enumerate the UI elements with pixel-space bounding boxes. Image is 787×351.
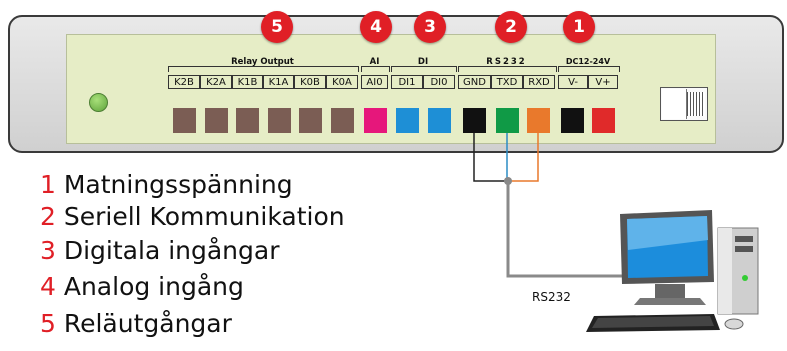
terminal-label-k1b: K1B — [232, 75, 263, 89]
group-bracket-power — [558, 66, 620, 72]
terminal-label-di0: DI0 — [423, 75, 455, 89]
group-label-power: DC12-24V — [565, 57, 611, 66]
terminal-block-di0 — [428, 108, 451, 133]
terminal-label-k0a: K0A — [326, 75, 358, 89]
terminal-block-rxd — [527, 108, 550, 133]
badge-digital-inputs: 3 — [414, 11, 446, 43]
legend-item-1: 1 Matningsspänning — [40, 170, 293, 200]
terminal-label-k2a: K2A — [200, 75, 232, 89]
group-label-rs232: RS232 — [486, 57, 527, 67]
terminal-label-v-minus: V- — [558, 75, 588, 89]
terminal-label-k1a: K1A — [263, 75, 294, 89]
badge-relay-output: 5 — [261, 11, 293, 43]
group-bracket-di — [391, 66, 457, 72]
legend-text: Digitala ingångar — [63, 236, 280, 265]
legend-item-3: 3 Digitala ingångar — [40, 236, 280, 266]
terminal-label-di1: DI1 — [391, 75, 423, 89]
terminal-block-v-plus — [592, 108, 615, 133]
terminal-block-di1 — [396, 108, 419, 133]
badge-power-supply: 1 — [563, 11, 595, 43]
group-label-relay-output: Relay Output — [231, 57, 294, 67]
badge-serial-communication: 2 — [495, 11, 527, 43]
terminal-block-k0b — [299, 108, 322, 133]
cable-label: RS232 — [532, 290, 571, 304]
terminal-block-k2a — [205, 108, 228, 133]
group-bracket-relay — [168, 66, 359, 72]
legend-text: Seriell Kommunikation — [63, 202, 345, 231]
legend-number: 1 — [40, 170, 56, 199]
group-label-di: DI — [417, 57, 429, 67]
terminal-label-gnd: GND — [458, 75, 491, 89]
dip-switch[interactable] — [660, 87, 708, 121]
terminal-block-v-minus — [561, 108, 584, 133]
legend-text: Matningsspänning — [63, 170, 293, 199]
terminal-block-k1b — [236, 108, 259, 133]
terminal-block-ai0 — [364, 108, 387, 133]
terminal-label-rxd: RXD — [523, 75, 555, 89]
terminal-block-gnd — [463, 108, 486, 133]
terminal-block-txd — [496, 108, 519, 133]
rs232-cable — [473, 133, 640, 278]
legend-item-2: 2 Seriell Kommunikation — [40, 202, 345, 232]
legend-text: Reläutgångar — [63, 309, 232, 338]
terminal-label-ai0: AI0 — [361, 75, 388, 89]
legend-item-5: 5 Reläutgångar — [40, 309, 232, 339]
badge-analog-input: 4 — [360, 11, 392, 43]
legend-number: 2 — [40, 202, 56, 231]
group-label-ai: AI — [369, 57, 380, 67]
computer-icon — [586, 210, 759, 332]
group-bracket-ai — [361, 66, 390, 72]
terminal-label-k0b: K0B — [294, 75, 326, 89]
terminal-label-k2b: K2B — [168, 75, 200, 89]
legend-number: 5 — [40, 309, 56, 338]
legend-item-4: 4 Analog ingång — [40, 272, 244, 302]
terminal-block-k1a — [268, 108, 291, 133]
legend-number: 3 — [40, 236, 56, 265]
legend-number: 4 — [40, 272, 56, 301]
legend-text: Analog ingång — [63, 272, 244, 301]
terminal-label-txd: TXD — [491, 75, 523, 89]
terminal-block-k2b — [173, 108, 196, 133]
power-led — [89, 93, 108, 112]
group-bracket-rs232 — [458, 66, 557, 72]
terminal-block-k0a — [331, 108, 354, 133]
terminal-label-v-plus: V+ — [588, 75, 618, 89]
